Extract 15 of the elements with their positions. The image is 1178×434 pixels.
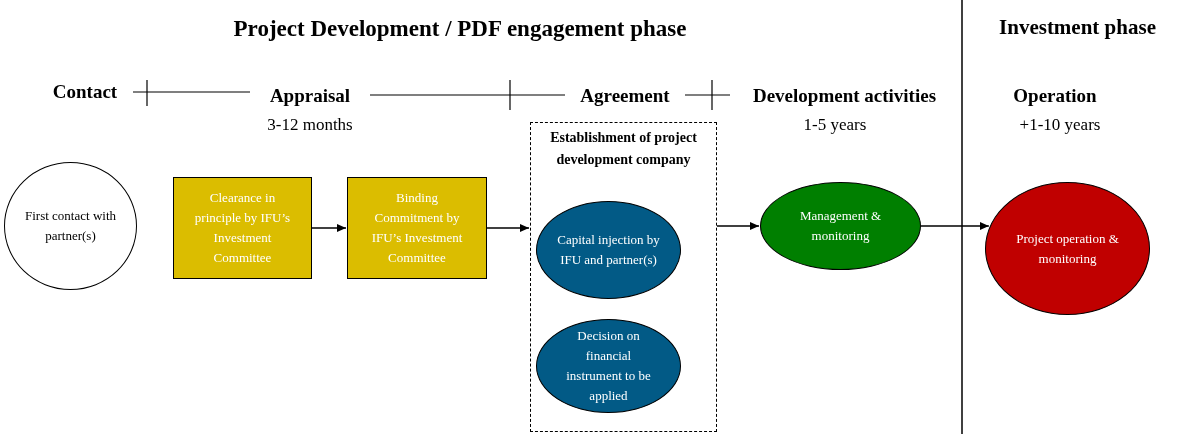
node-text: Capital injection by IFU and partner(s): [556, 231, 661, 269]
node-text: Management & monitoring: [798, 207, 883, 245]
node-text: Clearance in principle by IFU’s Investment Committee: [193, 189, 292, 267]
arrow: [311, 224, 347, 232]
arrow: [716, 222, 760, 230]
process-box: [347, 177, 487, 279]
arrow: [920, 222, 990, 230]
node-text: First contact with partner(s): [24, 207, 117, 245]
node-text: Binding Commitment by IFU’s Investment Committee: [370, 189, 464, 267]
arrow: [486, 224, 530, 232]
node-text: Project operation & monitoring: [1015, 229, 1120, 268]
dashed-group-box: [530, 122, 717, 432]
process-box: [173, 177, 312, 279]
group-heading: Establishment of project development company: [549, 129, 698, 169]
node-text: Decision on financial instrument to be applied: [565, 327, 652, 405]
